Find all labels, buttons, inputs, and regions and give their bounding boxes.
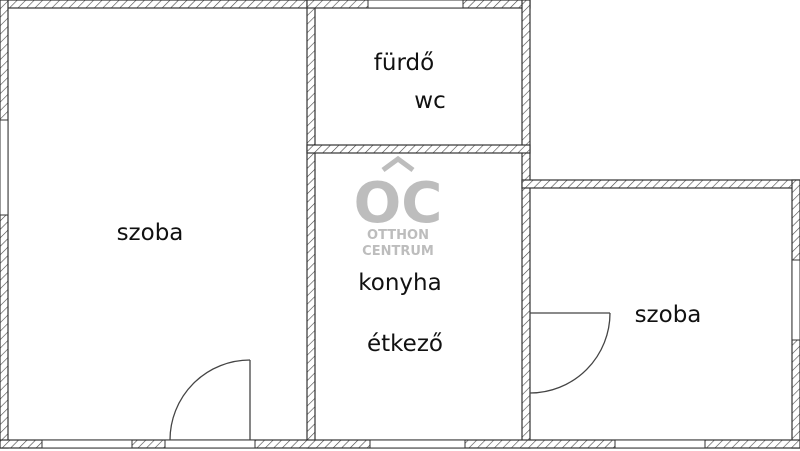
watermark-brand-line2: CENTRUM: [362, 244, 434, 259]
room-label-bathroom: fürdő: [374, 50, 434, 76]
wall-left-outer: [0, 0, 9, 449]
room-label-kitchen: konyha: [358, 270, 441, 296]
watermark-logo-text: OC: [354, 171, 443, 236]
room-label-right-room: szoba: [635, 302, 702, 328]
room-label-left-room: szoba: [117, 220, 184, 246]
room-label-wc: wc: [414, 88, 445, 114]
window: [791, 259, 800, 341]
window: [614, 439, 706, 449]
wall-bath-bottom: [306, 144, 531, 154]
wall-right-top: [521, 179, 800, 189]
doors: [169, 312, 611, 441]
wall-left-top: [0, 0, 316, 9]
window: [0, 119, 9, 216]
watermark-logo: OC OTTHON CENTRUM: [354, 155, 443, 259]
door-right-room: [529, 312, 611, 394]
window: [367, 0, 464, 9]
wall-left-inner: [306, 0, 316, 449]
window: [41, 439, 133, 449]
window: [164, 439, 256, 449]
door-left-room: [169, 359, 251, 441]
room-label-dining: étkező: [367, 331, 443, 357]
watermark-brand-line1: OTTHON: [367, 228, 429, 243]
window: [369, 439, 466, 449]
wall-middle-right: [521, 0, 531, 449]
